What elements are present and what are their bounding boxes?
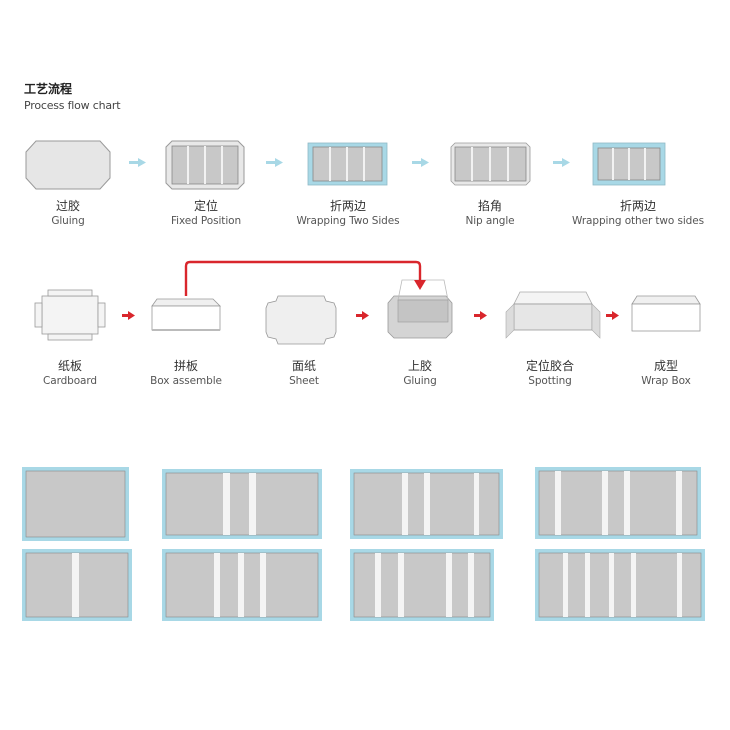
- step-fixed-position-panel: [165, 140, 245, 190]
- grid-panel: [162, 469, 322, 539]
- label-en: Gluing: [51, 215, 85, 227]
- title-chinese: 工艺流程: [24, 82, 73, 96]
- label-en: Fixed Position: [170, 215, 242, 227]
- label-cn: 掐角: [477, 199, 502, 213]
- step-label-gluing-2: 上胶 Gluing: [340, 359, 500, 389]
- step-spotting-panel: [505, 291, 601, 339]
- row1-arrows: [129, 158, 570, 167]
- step-label-fixed-position: 定位 Fixed Position: [126, 199, 286, 229]
- step-box-assemble-panel: [151, 298, 221, 331]
- label-en: Box assemble: [150, 375, 222, 387]
- label-en: Wrapping Two Sides: [296, 215, 400, 227]
- step-label-wrap-other-sides: 折两边 Wrapping other two sides: [548, 199, 728, 229]
- grid-panel: [535, 549, 705, 621]
- step-label-nip-angle: 掐角 Nip angle: [410, 199, 570, 229]
- label-en: Gluing: [403, 375, 437, 387]
- step-label-box-assemble: 拼板 Box assemble: [106, 359, 266, 389]
- grid-panel: [22, 549, 132, 621]
- step-label-wrap-two-sides: 折两边 Wrapping Two Sides: [268, 199, 428, 229]
- label-en: Spotting: [528, 375, 572, 387]
- label-en: Nip angle: [465, 215, 515, 227]
- title-english: Process flow chart: [24, 99, 121, 112]
- step-wrap-box-panel: [631, 295, 701, 332]
- label-cn: 面纸: [291, 359, 316, 373]
- label-cn: 折两边: [619, 199, 656, 213]
- bottom-panel-grid: [22, 467, 705, 621]
- label-cn: 折两边: [329, 199, 366, 213]
- step-label-wrap-box: 成型 Wrap Box: [586, 359, 730, 389]
- grid-panel: [535, 467, 701, 539]
- row2-arrows: [122, 311, 619, 320]
- label-cn: 定位胶合: [525, 359, 574, 373]
- grid-panel: [350, 469, 503, 539]
- assemble-to-gluing-connector: [184, 260, 426, 296]
- step-label-gluing: 过胶 Gluing: [0, 199, 148, 229]
- step-label-sheet: 面纸 Sheet: [224, 359, 384, 389]
- label-cn: 成型: [653, 359, 678, 373]
- label-cn: 定位: [193, 199, 218, 213]
- step-label-cardboard: 纸板 Cardboard: [0, 359, 150, 389]
- label-en: Cardboard: [43, 375, 97, 387]
- grid-panel: [162, 549, 322, 621]
- label-en: Wrapping other two sides: [572, 215, 704, 227]
- step-wrap-two-sides-panel: [307, 142, 388, 186]
- step-nip-angle-panel: [450, 142, 531, 186]
- step-gluing-panel: [25, 140, 111, 190]
- step-label-spotting: 定位胶合 Spotting: [470, 359, 630, 389]
- label-en: Wrap Box: [641, 375, 691, 387]
- step-sheet-panel: [265, 295, 337, 345]
- label-cn: 拼板: [173, 359, 198, 373]
- step-wrap-other-sides-panel: [592, 142, 666, 186]
- label-cn: 上胶: [407, 359, 432, 373]
- label-cn: 过胶: [55, 199, 80, 213]
- label-cn: 纸板: [57, 359, 82, 373]
- label-en: Sheet: [289, 375, 319, 387]
- grid-panel: [350, 549, 494, 621]
- grid-panel: [22, 467, 129, 541]
- step-gluing-box-panel: [387, 279, 453, 339]
- step-cardboard-panel: [34, 289, 106, 341]
